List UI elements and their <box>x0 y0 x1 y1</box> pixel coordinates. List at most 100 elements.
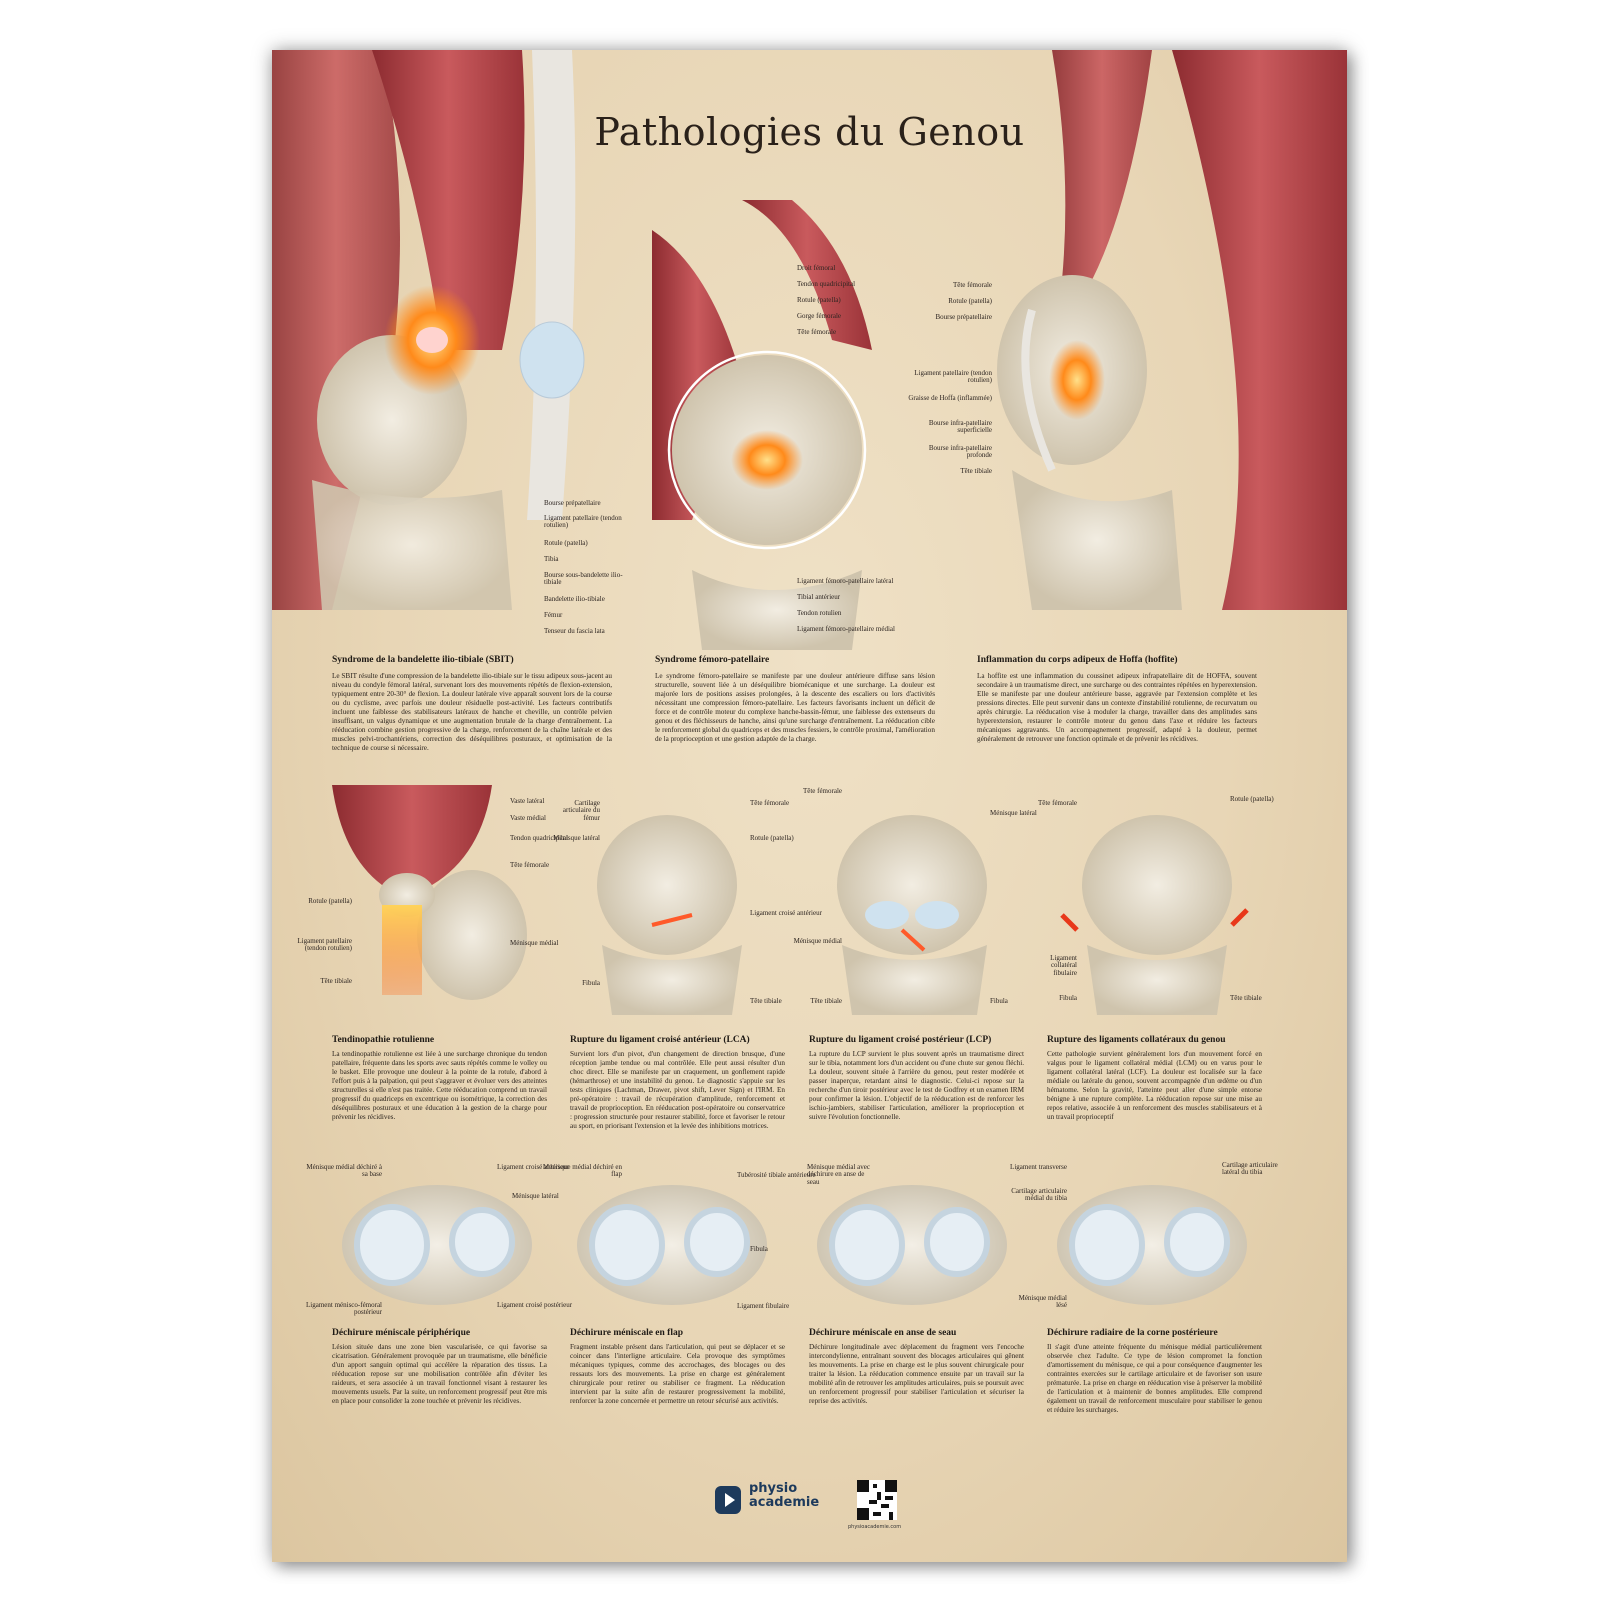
label: Tête fémorale <box>510 861 550 869</box>
label: Ménisque médial avec déchirure en anse d… <box>807 1163 870 1186</box>
label: Ligament fibulaire <box>737 1302 790 1310</box>
section-title: Tendinopathie rotulienne <box>332 1035 435 1045</box>
label: Ligament patellaire (tendon rotulien) <box>914 369 992 385</box>
label: Tubérosité tibiale antérieure <box>737 1171 816 1179</box>
label: Graisse de Hoffa (inflammée) <box>908 394 992 402</box>
label: Ménisque latéral <box>553 834 600 842</box>
label: Tibial antérieur <box>797 593 841 601</box>
poster: Pathologies du Genou Bourse prépatellair… <box>272 50 1347 1562</box>
pcl-knee-art <box>837 815 987 1015</box>
label: Ménisque médial lésé <box>1018 1294 1067 1310</box>
meniscus-peripheral-art <box>342 1185 532 1305</box>
poster-title: Pathologies du Genou <box>594 110 1025 154</box>
label: Rotule (patella) <box>308 897 352 905</box>
label: Ménisque médial <box>510 939 559 947</box>
section-title: Rupture des ligaments collatéraux du gen… <box>1047 1035 1226 1045</box>
section-title: Syndrome fémoro-patellaire <box>655 655 770 665</box>
label: Tendon quadricipital <box>797 280 856 288</box>
label: Tibia <box>544 555 559 563</box>
label: Ligament patellaire (tendon rotulien) <box>544 514 622 530</box>
section-title: Syndrome de la bandelette ilio-tibiale (… <box>332 655 514 665</box>
label: Cartilage articulaire latéral du tibia <box>1222 1161 1278 1177</box>
section-body: Survient lors d'un pivot, d'un changemen… <box>570 1050 785 1130</box>
label: Ligament croisé antérieur <box>497 1163 569 1171</box>
label: Tête tibiale <box>810 997 842 1005</box>
label: Ménisque médial déchiré à sa base <box>306 1163 382 1179</box>
label: Ligament croisé postérieur <box>497 1301 573 1309</box>
label: Bourse infra-patellaire superficielle <box>928 419 992 435</box>
label: Bourse sous-bandelette ilio-tibiale <box>544 571 623 587</box>
section-body: Fragment instable présent dans l'articul… <box>570 1343 785 1405</box>
label: Vaste médial <box>510 814 546 822</box>
label: Vaste latéral <box>510 797 545 805</box>
label: Ménisque médial déchiré en flap <box>542 1163 622 1179</box>
label: Rotule (patella) <box>1230 795 1274 803</box>
section-title: Inflammation du corps adipeux de Hoffa (… <box>977 655 1178 665</box>
section-body: La hoffite est une inflammation du couss… <box>977 672 1257 743</box>
section-title: Déchirure méniscale en anse de seau <box>809 1328 957 1338</box>
section-title: Déchirure méniscale périphérique <box>332 1328 471 1338</box>
qr-code-icon[interactable] <box>857 1480 897 1520</box>
label: Cartilage articulaire médial du tibia <box>1011 1187 1067 1203</box>
section-title: Rupture du ligament croisé antérieur (LC… <box>570 1035 750 1045</box>
label: Fibula <box>582 979 600 987</box>
label: Tête fémorale <box>797 328 837 336</box>
label: Rotule (patella) <box>948 297 992 305</box>
label: Bourse infra-patellaire profonde <box>928 444 992 460</box>
label: Tendon rotulien <box>797 609 842 617</box>
anatomy-illustration-row2 <box>332 785 1249 1015</box>
section-body: Lésion située dans une zone bien vascula… <box>332 1343 547 1405</box>
label: Tête tibiale <box>320 977 352 985</box>
label: Ligament fémoro-patellaire médial <box>797 625 895 633</box>
label: Tête tibiale <box>750 997 782 1005</box>
section-title: Rupture du ligament croisé postérieur (L… <box>809 1035 992 1045</box>
section-body: Le SBIT résulte d'une compression de la … <box>332 672 612 752</box>
section-title: Déchirure radiaire de la corne postérieu… <box>1047 1328 1218 1338</box>
label: Droit fémoral <box>797 264 836 272</box>
label: Rotule (patella) <box>544 539 588 547</box>
label: Tête fémorale <box>750 799 790 807</box>
label: Ligament ménisco-fémoral postérieur <box>306 1301 382 1317</box>
label: Ligament transverse <box>1010 1163 1067 1171</box>
label: Rotule (patella) <box>750 834 794 842</box>
meniscus-illustrations <box>342 1185 1247 1305</box>
label: Ménisque latéral <box>512 1192 559 1200</box>
label: Bourse prépatellaire <box>544 499 601 507</box>
label: Tenseur du fascia lata <box>544 627 605 635</box>
section-body: Déchirure longitudinale avec déplacement… <box>809 1343 1024 1405</box>
brand-line2: academie <box>749 1495 820 1510</box>
label: Fibula <box>990 997 1008 1005</box>
brand-line1: physio <box>749 1481 798 1496</box>
label: Tête fémorale <box>1037 799 1077 807</box>
label: Cartilage articulaire du fémur <box>562 799 600 822</box>
label: Ménisque médial <box>793 937 842 945</box>
acl-knee-art <box>597 815 742 1015</box>
label: Ligament collatéral fibulaire <box>1050 954 1077 977</box>
label: Fibula <box>750 1245 768 1253</box>
label: Fibula <box>1059 994 1077 1002</box>
section-body: La tendinopathie rotulienne est liée à u… <box>332 1050 547 1121</box>
meniscus-bucket-handle-art <box>817 1185 1007 1305</box>
section-body: La rupture du LCP survient le plus souve… <box>809 1050 1024 1121</box>
section-body: Cette pathologie survient généralement l… <box>1047 1050 1262 1121</box>
label: Ligament fémoro-patellaire latéral <box>797 577 894 585</box>
section-body: Il s'agit d'une atteinte fréquente du mé… <box>1047 1343 1262 1414</box>
label: Rotule (patella) <box>797 296 841 304</box>
label: Gorge fémorale <box>797 312 841 320</box>
section-title: Déchirure méniscale en flap <box>570 1328 684 1338</box>
label: Tête fémorale <box>802 787 842 795</box>
label: Tête tibiale <box>960 467 992 475</box>
label: Fémur <box>544 611 563 619</box>
website-url[interactable]: physioacademie.com <box>848 1524 902 1530</box>
label: Ligament croisé antérieur <box>750 909 822 917</box>
meniscus-flap-art <box>577 1185 767 1305</box>
meniscus-radial-art <box>1057 1185 1247 1305</box>
label: Tête fémorale <box>952 281 992 289</box>
label: Tête tibiale <box>1230 994 1262 1002</box>
anatomy-illustration-top <box>272 50 1347 650</box>
label: Tendon quadricipital <box>510 834 569 842</box>
label: Ménisque latéral <box>990 809 1037 817</box>
section-body: Le syndrome fémoro-patellaire se manifes… <box>655 672 935 743</box>
brand-logo-text: physio academie <box>749 1482 819 1510</box>
label: Bourse prépatellaire <box>935 313 992 321</box>
